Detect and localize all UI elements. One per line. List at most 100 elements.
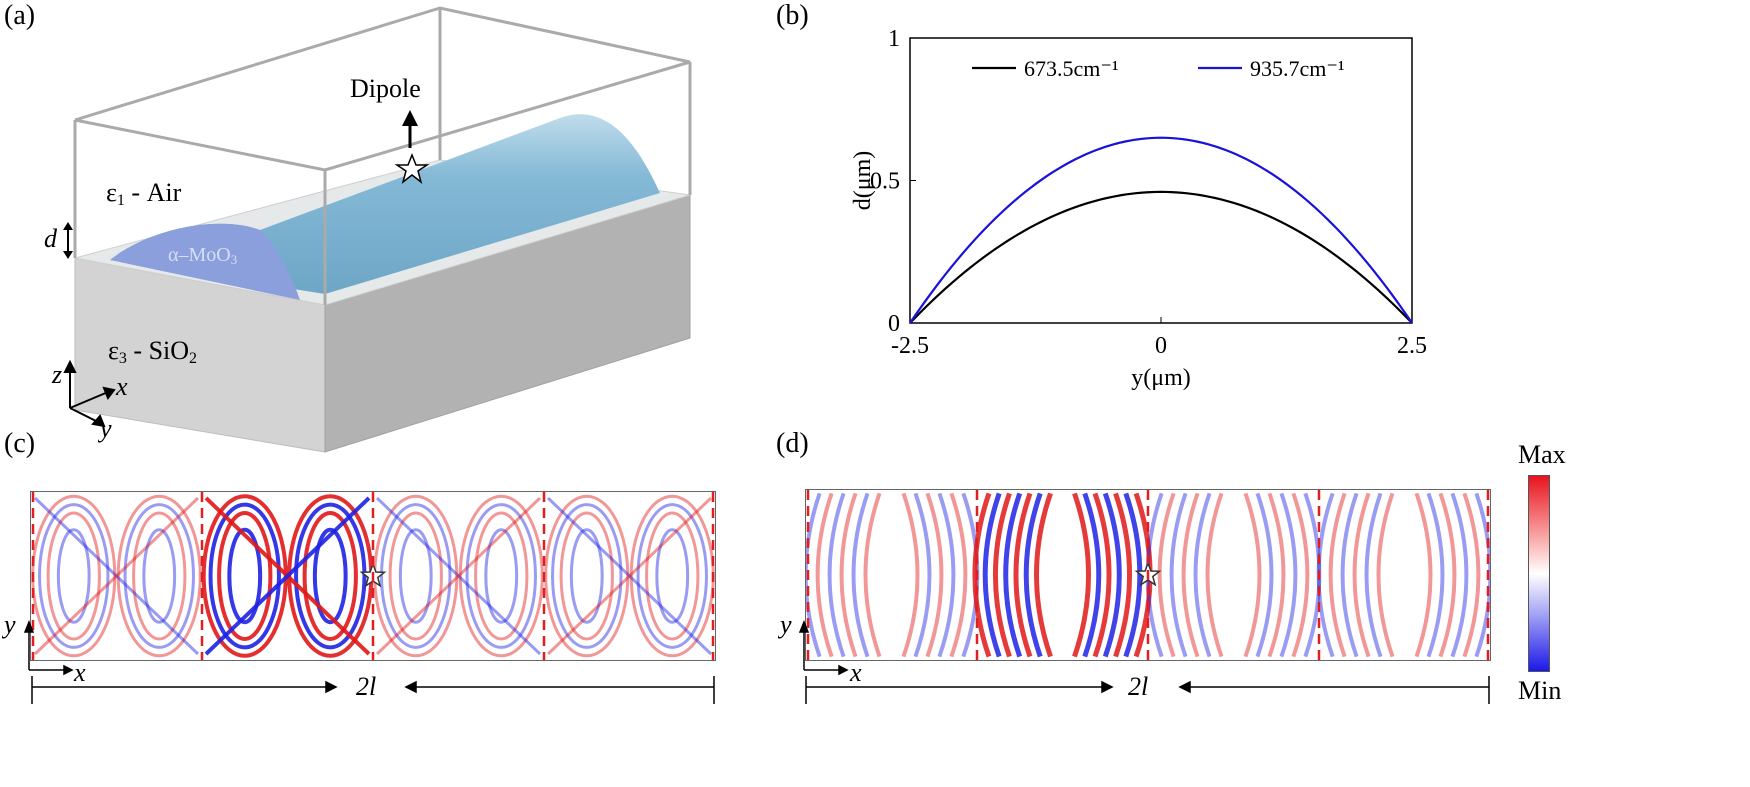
wave-front — [827, 492, 846, 658]
wave-diagonal — [546, 496, 713, 656]
wave-front — [1255, 492, 1274, 658]
y-tick-label: 0 — [888, 311, 900, 337]
wave-front — [972, 492, 992, 658]
dipole-label: Dipole — [350, 74, 421, 103]
wave-front — [1072, 492, 1091, 658]
moo3-label: α–MoO3 — [168, 244, 238, 267]
wave-front — [1113, 492, 1133, 658]
wave-front — [863, 492, 882, 658]
wave-front — [992, 492, 1012, 658]
panel-label-a: (a) — [4, 0, 36, 31]
moo3-cross-section — [110, 223, 300, 300]
panel-label-b: (b) — [776, 0, 809, 31]
wave-front — [1414, 492, 1433, 658]
wave-front — [312, 527, 348, 625]
wave-front — [1279, 492, 1298, 658]
axes-c — [23, 619, 715, 704]
legend-label-1: 673.5cm⁻¹ — [1024, 56, 1119, 81]
span-label-c: 2l — [356, 672, 377, 701]
field-map-c — [30, 491, 716, 661]
x-tick-label: 2.5 — [1397, 333, 1427, 359]
wave-front — [937, 492, 956, 658]
wave-diagonal — [375, 496, 542, 656]
wave-front — [1034, 492, 1053, 658]
series-line-1 — [909, 190, 1413, 324]
wave-front — [1243, 492, 1262, 658]
wave-front — [839, 492, 858, 658]
wave-diagonal — [375, 496, 542, 656]
wave-front — [1291, 492, 1310, 658]
wave-front — [569, 528, 604, 624]
wave-front — [458, 494, 544, 658]
wave-front — [815, 492, 834, 658]
wave-front — [398, 528, 433, 624]
wave-front — [1438, 492, 1457, 658]
wave-front — [465, 503, 537, 649]
wave-front — [1102, 492, 1122, 658]
wave-front — [1193, 492, 1212, 658]
wave-front — [142, 528, 177, 624]
wave-front — [1013, 492, 1033, 658]
axis-y-label: y — [100, 414, 112, 443]
wave-front — [1181, 492, 1200, 658]
colorbar — [1528, 475, 1550, 672]
axis-x-label: x — [116, 372, 128, 401]
axes-triad — [63, 359, 116, 428]
wave-front — [1462, 492, 1481, 658]
wave-front — [46, 511, 101, 641]
legend-label-2: 935.7cm⁻¹ — [1250, 56, 1345, 81]
wave-front — [949, 492, 968, 658]
span-label-d: 2l — [1128, 672, 1149, 701]
wave-front — [645, 511, 700, 641]
series-line-2 — [909, 136, 1413, 324]
wave-front — [1474, 492, 1490, 658]
y-tick-label: 0.5 — [870, 169, 900, 195]
axes-d — [798, 619, 1490, 704]
wave-front — [1023, 492, 1043, 658]
panel-label-c: (c) — [4, 428, 36, 459]
wave-front — [655, 528, 690, 624]
wave-front — [1450, 492, 1469, 658]
wave-front — [1352, 492, 1371, 658]
y-axis-label: d(μm) — [850, 151, 876, 211]
wave-diagonal — [204, 496, 371, 656]
wave-front — [1267, 492, 1286, 658]
wave-front — [925, 492, 944, 658]
wave-front — [123, 503, 195, 649]
axis-d-y: y — [780, 610, 792, 639]
wave-front — [132, 511, 187, 641]
wave-front — [380, 503, 452, 649]
axis-z-label: z — [52, 360, 63, 389]
eps3-label: ε3 - SiO2 — [108, 336, 198, 367]
wave-front — [1376, 492, 1395, 658]
air-box-edges — [73, 6, 692, 305]
y-tick-label: 1 — [888, 26, 900, 52]
wave-front — [982, 492, 1002, 658]
x-axis-label: y(μm) — [1131, 365, 1191, 391]
dipole-star — [394, 152, 430, 184]
colorbar-max-label: Max — [1518, 440, 1566, 469]
x-tick-label: -2.5 — [891, 333, 929, 359]
wave-front — [559, 511, 614, 641]
wave-front — [1169, 492, 1188, 658]
thickness-d-label: d — [44, 224, 57, 253]
wave-front — [474, 511, 529, 641]
dipole-arrowhead — [402, 110, 418, 126]
wave-diagonal — [33, 496, 200, 656]
wave-front — [1082, 492, 1102, 658]
axis-d-x: x — [850, 658, 862, 687]
wave-front — [636, 503, 708, 649]
eps1-label: ε1 - Air — [106, 178, 182, 209]
wave-front — [1003, 492, 1023, 658]
wave-diagonal — [546, 496, 713, 656]
field-map-d — [805, 489, 1491, 661]
axis-c-x: x — [74, 658, 86, 687]
wave-front — [1205, 492, 1224, 658]
wave-front — [1364, 492, 1383, 658]
wave-front — [1340, 492, 1359, 658]
wave-front — [1426, 492, 1445, 658]
wave-front — [913, 492, 932, 658]
wave-front — [217, 511, 273, 641]
wave-front — [1157, 492, 1176, 658]
